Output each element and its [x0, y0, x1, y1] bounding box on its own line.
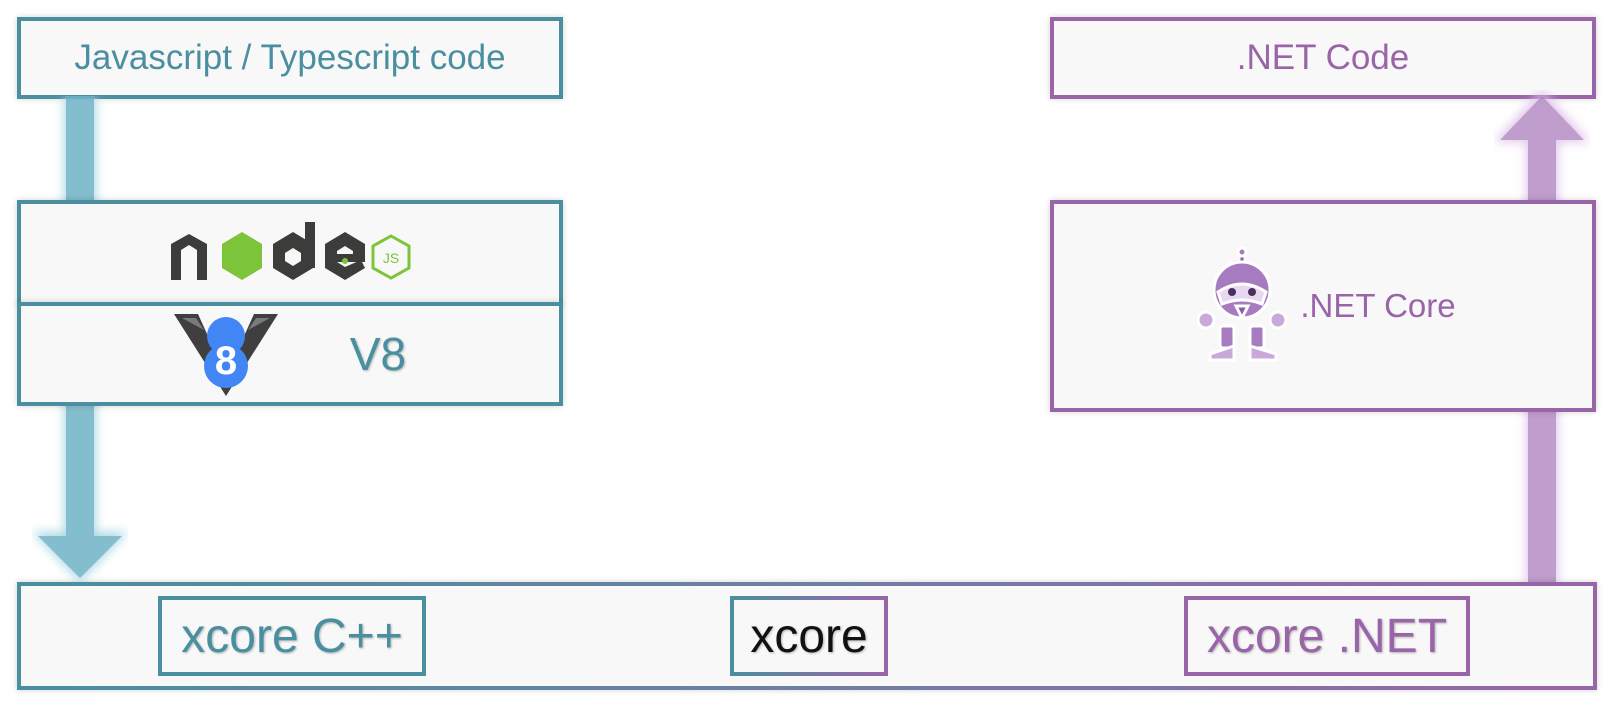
v8-logo: 8	[173, 314, 278, 396]
dotnet-code-label: .NET Code	[1236, 38, 1410, 77]
nodejs-badge-text: JS	[383, 250, 399, 266]
dotnet-core-label: .NET Core	[1300, 287, 1456, 324]
xcore-net-label: xcore .NET	[1206, 609, 1448, 663]
xcore-cpp-box: xcore C++	[158, 596, 426, 676]
dotnet-core-box: .NET Core	[1050, 200, 1596, 412]
xcore-cpp-label: xcore C++	[181, 609, 403, 663]
js-ts-code-label: Javascript / Typescript code	[74, 38, 506, 77]
nodejs-box: JS	[17, 200, 563, 306]
js-ts-code-box: Javascript / Typescript code	[17, 17, 563, 99]
v8-logo-digit: 8	[215, 339, 237, 383]
dotnet-bot-icon	[1196, 246, 1288, 362]
xcore-label: xcore	[750, 609, 868, 663]
xcore-bar: xcore C++ xcore xcore .NET	[17, 582, 1597, 690]
xcore-box: xcore	[730, 596, 888, 676]
xcore-net-box: xcore .NET	[1184, 596, 1470, 676]
dotnet-core-logo-group: .NET Core	[1190, 246, 1456, 366]
v8-label: V8	[349, 328, 407, 380]
nodejs-logo-graphic: JS	[171, 222, 411, 280]
v8-box: 8 V8	[17, 302, 563, 406]
dotnet-code-box: .NET Code	[1050, 17, 1596, 99]
nodejs-logo: JS	[165, 218, 415, 288]
